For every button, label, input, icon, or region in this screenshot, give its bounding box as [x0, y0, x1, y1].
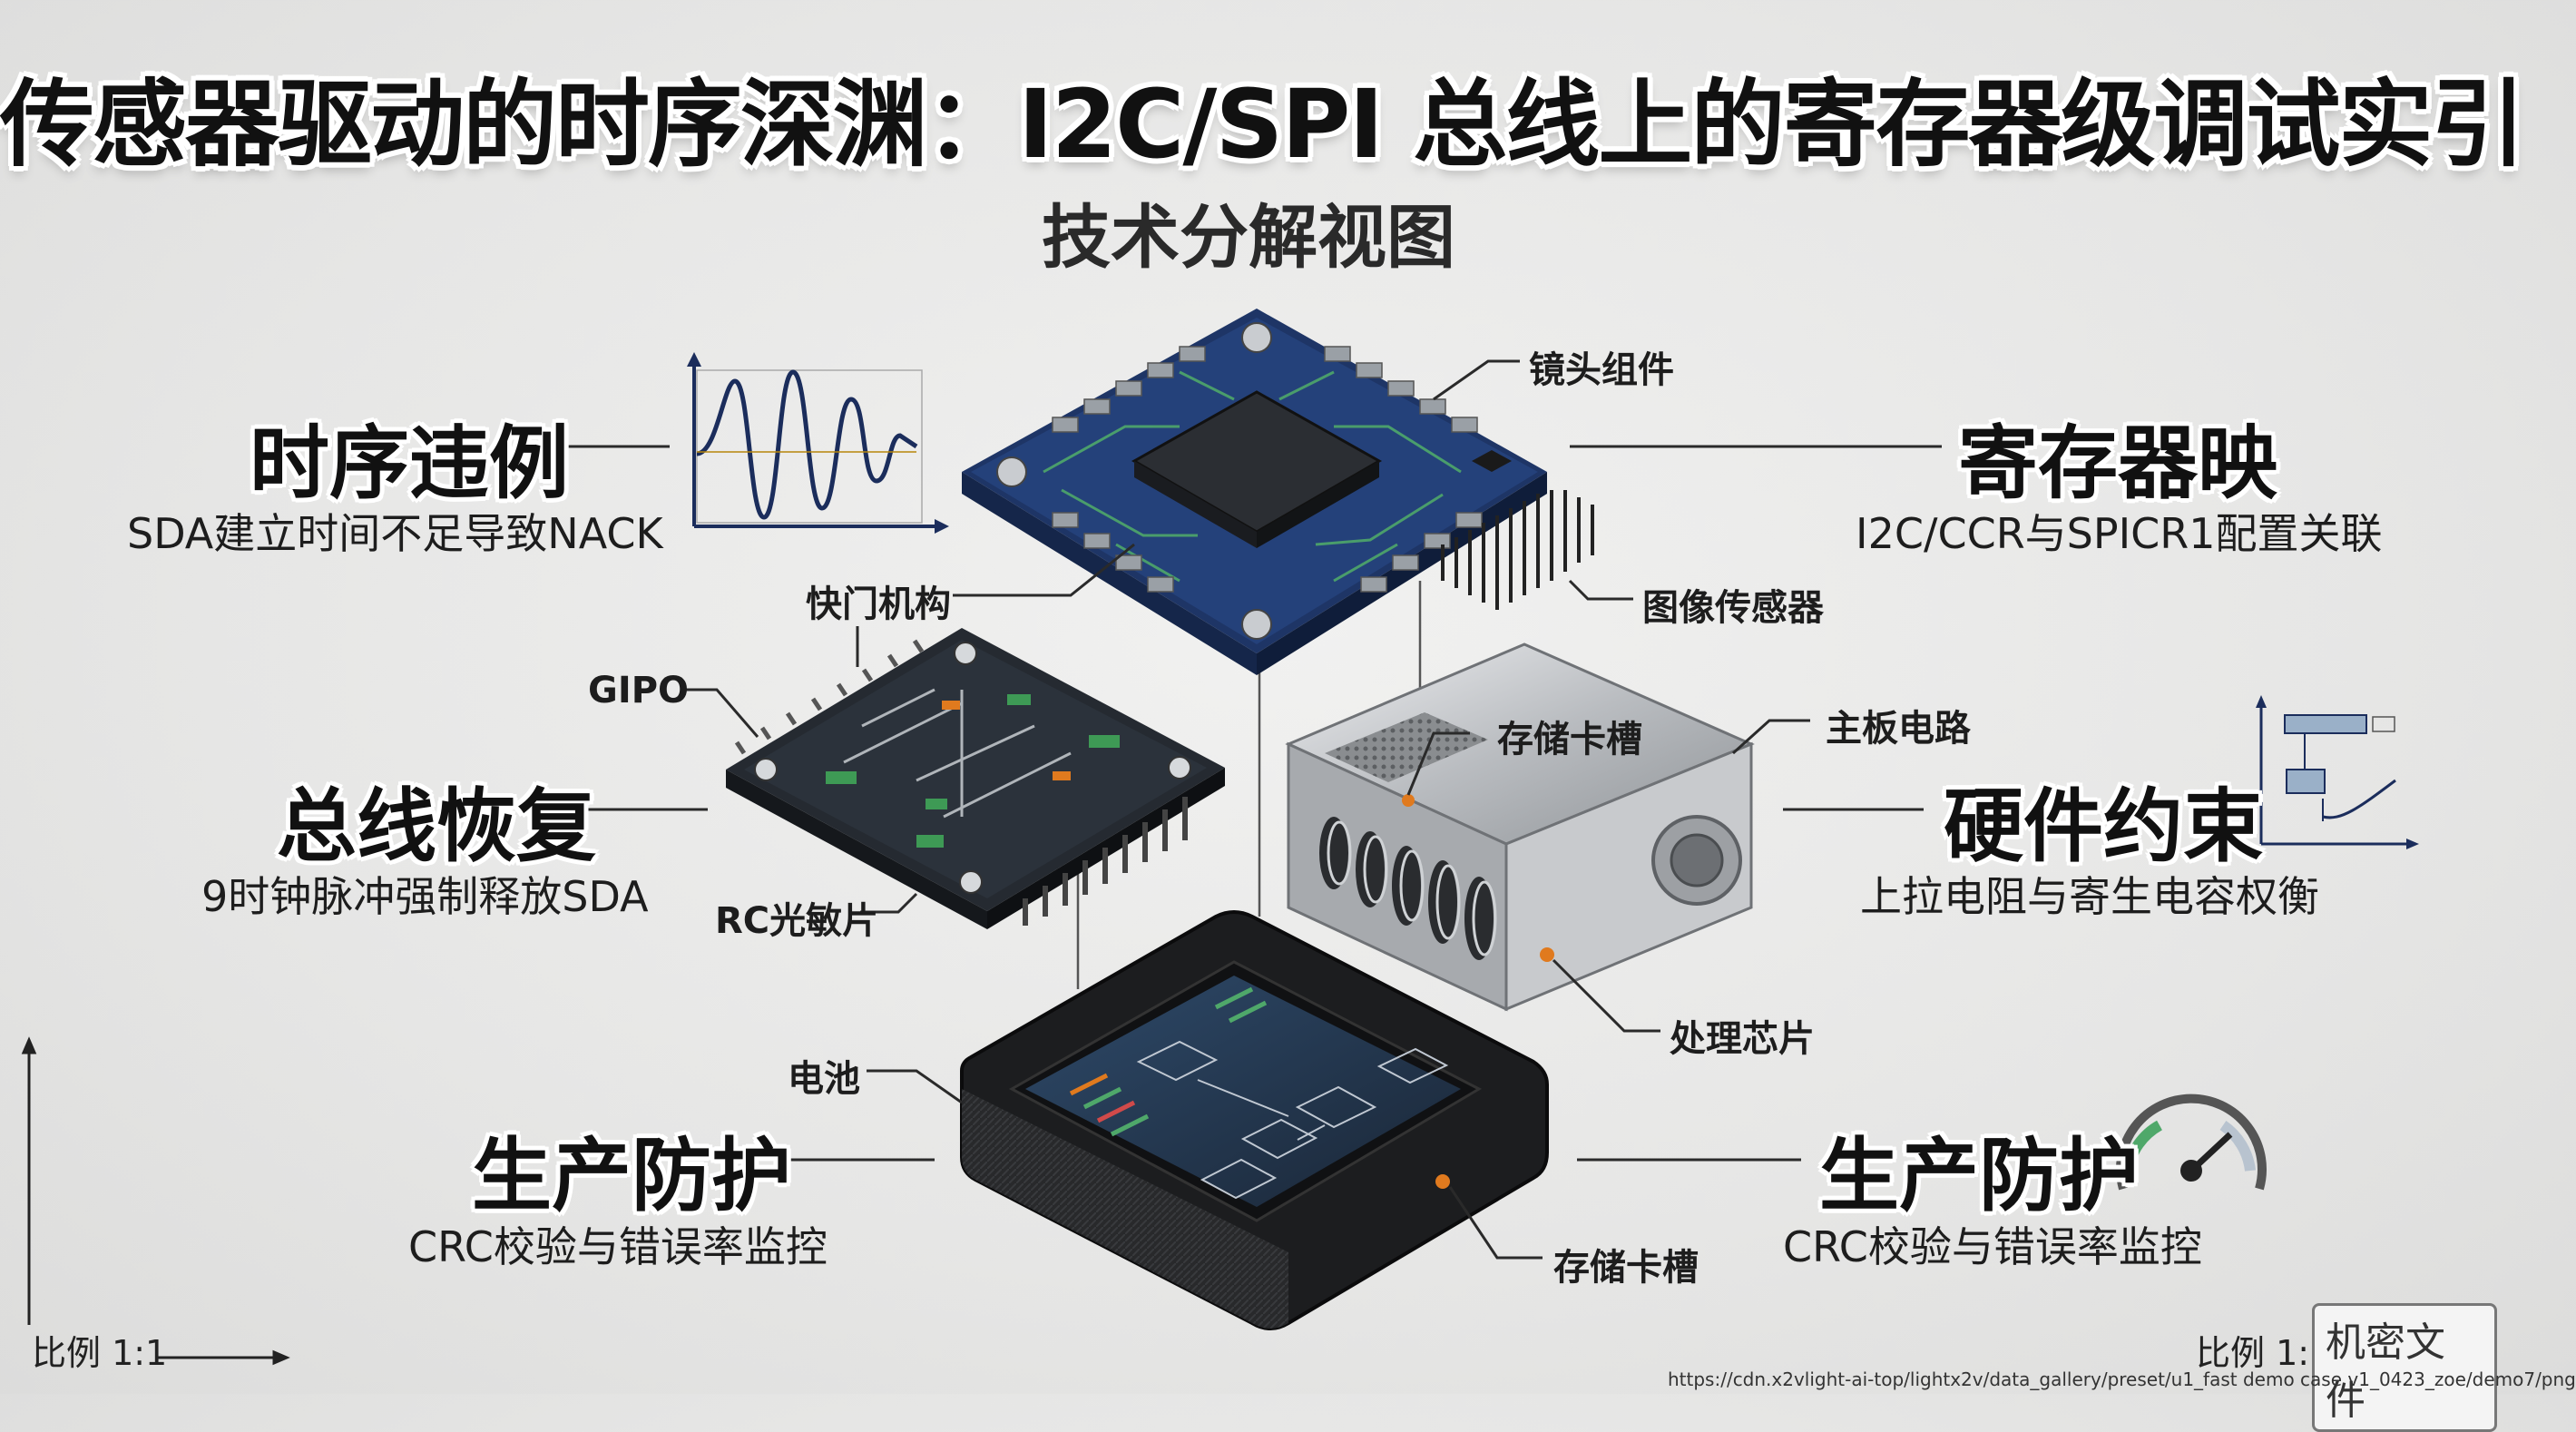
explode-guides	[1076, 581, 1422, 989]
desc-register-map: I2C/CCR与SPICR1配置关联	[1856, 509, 2383, 558]
desc-bus-recovery: 9时钟脉冲强制释放SDA	[201, 872, 649, 921]
callout-image-sensor: 图像传感器	[1642, 587, 1824, 629]
callout-storage-slot-top: 存储卡槽	[1497, 719, 1642, 760]
top-pcb-board	[962, 309, 1547, 675]
heading-hardware-constraint: 硬件约束	[1944, 780, 2264, 873]
desc-timing-violation: SDA建立时间不足导致NACK	[127, 509, 663, 558]
callout-storage-slot-bottom: 存储卡槽	[1553, 1247, 1699, 1289]
heading-production-protection-left: 生产防护	[472, 1129, 792, 1222]
heading-production-protection-right: 生产防护	[1819, 1129, 2140, 1222]
callout-gpio: GIPO	[588, 670, 690, 711]
rc-chip-board	[726, 628, 1225, 929]
heading-bus-recovery: 总线恢复	[277, 780, 597, 873]
gauge-icon	[2116, 1094, 2267, 1191]
page-title: 传感器驱动的时序深渊：I2C/SPI 总线上的寄存器级调试实引	[0, 69, 2525, 180]
callout-lens-assembly: 镜头组件	[1529, 349, 1674, 391]
callout-rc-chip: RC光敏片	[715, 900, 879, 942]
desc-production-protection-left: CRC校验与错误率监控	[408, 1222, 828, 1271]
timing-waveform-plot	[687, 352, 949, 534]
heading-timing-violation: 时序违例	[250, 417, 570, 510]
hardware-constraint-plot	[2256, 695, 2419, 849]
heading-register-map: 寄存器映	[1958, 417, 2278, 510]
callout-processing-chip: 处理芯片	[1670, 1018, 1815, 1060]
scale-label-left: 比例 1:1	[32, 1333, 168, 1373]
callout-battery: 电池	[788, 1058, 860, 1100]
callout-shutter-mechanism: 快门机构	[806, 584, 951, 625]
desc-hardware-constraint: 上拉电阻与寄生电容权衡	[1860, 872, 2319, 921]
source-url: https://cdn.x2vlight-ai-top/lightx2v/dat…	[1668, 1368, 2576, 1390]
battery-tray	[960, 910, 1549, 1330]
callout-leader-lines	[681, 359, 1810, 1260]
metal-housing-module	[1285, 642, 1755, 1012]
desc-production-protection-right: CRC校验与错误率监控	[1783, 1222, 2202, 1271]
heading-leader-lines	[567, 445, 1942, 1162]
page-subtitle: 技术分解视图	[1042, 197, 1455, 278]
scale-label-right: 比例 1:1	[2196, 1333, 2332, 1373]
callout-mainboard-circuit: 主板电路	[1826, 708, 1971, 750]
image-sensor-pins	[1441, 490, 1594, 610]
scale-arrows	[21, 1036, 290, 1366]
exploded-view-illustration	[21, 309, 2419, 1366]
confidential-stamp: 机密文件	[2312, 1303, 2497, 1432]
